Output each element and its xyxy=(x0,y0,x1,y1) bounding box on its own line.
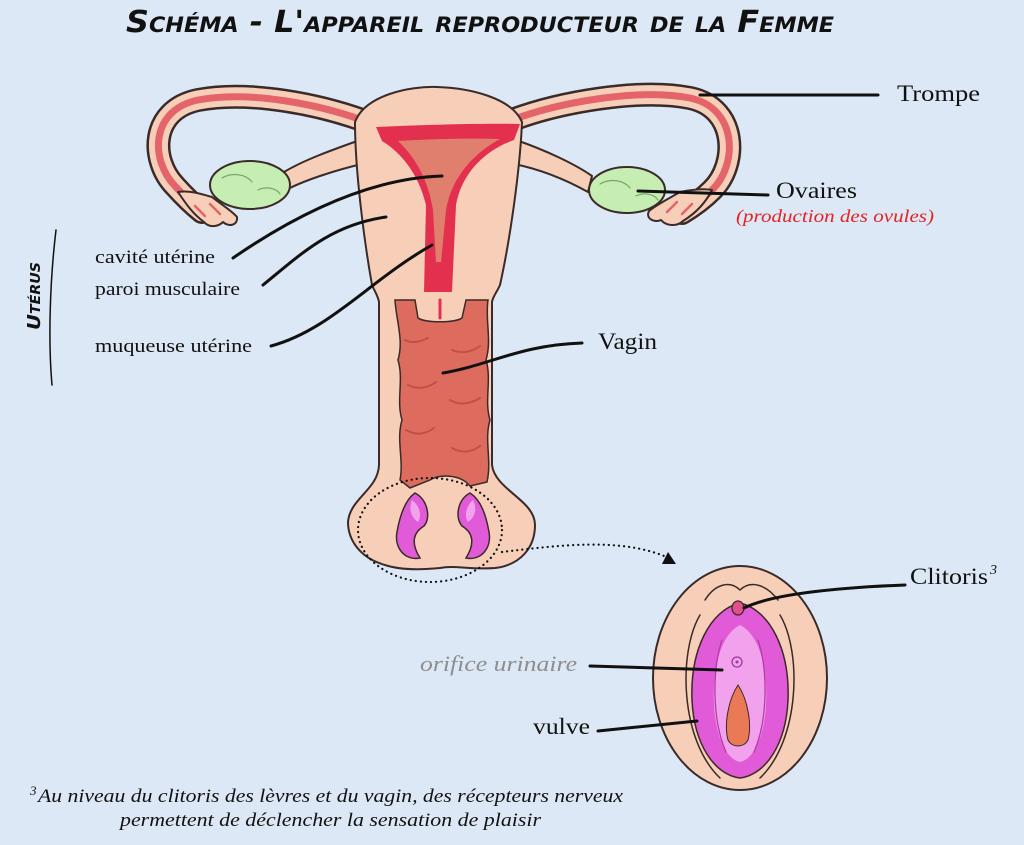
urethral-orifice-dot xyxy=(735,660,739,664)
label-vulve: vulve xyxy=(533,714,590,739)
footnote-line-1: Au niveau du clitoris des lèvres et du v… xyxy=(36,786,624,807)
label-orifice-urinaire: orifice urinaire xyxy=(420,651,577,676)
clitoral-hood xyxy=(704,583,779,601)
uterine-cavity xyxy=(398,138,500,262)
muqueuse-leader xyxy=(269,243,434,348)
paroi-leader xyxy=(261,215,388,287)
label-ovaires-note: (production des ovules) xyxy=(736,206,934,227)
footnote-marker: 3 xyxy=(29,783,37,798)
vulva-inset xyxy=(652,565,828,791)
left-fimbriae-detail xyxy=(193,202,222,218)
vaginal-ridges xyxy=(404,337,481,453)
labia-highlight xyxy=(410,500,476,522)
clitoris-leader xyxy=(742,583,907,610)
labia-majora-lines xyxy=(685,614,795,779)
vagin-leader xyxy=(441,341,584,375)
zoom-arrow-head xyxy=(662,552,676,564)
uterine-mucosa xyxy=(376,123,520,293)
uterus-bracket xyxy=(49,229,57,386)
label-trompe: Trompe xyxy=(897,81,980,106)
left-labia xyxy=(395,492,429,560)
left-ovary xyxy=(209,160,291,210)
clitoris-glans xyxy=(731,600,745,616)
right-ovary xyxy=(588,166,666,214)
right-fimbriae-detail xyxy=(665,200,694,216)
footnote-line-2: permettent de déclencher la sensation de… xyxy=(118,810,542,831)
right-ovary-shape xyxy=(588,166,666,214)
vulve-leader xyxy=(596,719,699,733)
page-title: Schéma - L'appareil reproducteur de la F… xyxy=(126,5,835,40)
label-muqueuse-uterine: muqueuse utérine xyxy=(95,336,252,357)
zoom-circle xyxy=(356,476,504,584)
uterus-label: Utérus xyxy=(24,262,45,330)
label-cavite-uterine: cavité utérine xyxy=(95,247,215,268)
label-clitoris: Clitoris xyxy=(910,564,988,589)
vagina xyxy=(394,299,491,489)
ovaires-leader xyxy=(636,189,770,197)
urethral-orifice xyxy=(731,656,743,668)
orifice-leader xyxy=(588,664,724,672)
zoom-arrow xyxy=(500,543,666,558)
vaginal-orifice xyxy=(725,684,751,747)
cavite-leader xyxy=(231,174,444,260)
left-fimbriae xyxy=(177,190,239,228)
label-vagin: Vagin xyxy=(598,329,658,354)
right-labia xyxy=(457,492,491,560)
vestibule-folds xyxy=(714,639,766,753)
left-ovary-texture xyxy=(221,173,281,195)
label-ovaires: Ovaires xyxy=(776,178,857,203)
right-ovary-texture xyxy=(599,179,659,201)
label-paroi-musculaire: paroi musculaire xyxy=(95,279,240,300)
left-ovary-shape xyxy=(209,160,291,210)
label-clitoris-footnote-marker: 3 xyxy=(989,563,997,578)
